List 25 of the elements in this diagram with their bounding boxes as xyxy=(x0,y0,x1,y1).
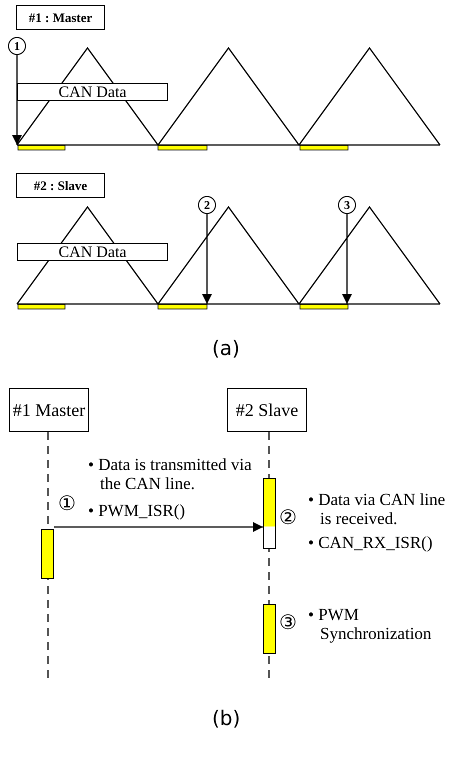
triangle-waveform xyxy=(17,48,440,145)
bullet-text: • Data is transmitted via the CAN line. xyxy=(88,455,253,493)
bullet-text: • CAN_RX_ISR() xyxy=(308,533,434,552)
callout-number: ① xyxy=(58,492,76,516)
label-box: #1 : Master xyxy=(16,5,105,30)
arrow xyxy=(202,214,212,304)
callout-circle: 2 xyxy=(198,196,216,214)
bullet-text: • Data via CAN line is received. xyxy=(308,490,446,528)
bullet-text: • PWM Synchronization xyxy=(308,605,432,643)
activation-bar xyxy=(263,478,276,549)
bullet-text: • PWM_ISR() xyxy=(88,501,186,520)
callout-circle: 3 xyxy=(338,196,356,214)
arrow xyxy=(54,522,263,532)
callout-circle: 1 xyxy=(8,37,26,55)
caption: (b) xyxy=(212,706,240,730)
participant-box: #2 Slave xyxy=(227,388,307,432)
callout-number: ② xyxy=(279,506,297,530)
callout-number: ③ xyxy=(279,611,297,635)
arrow xyxy=(342,214,352,304)
activation-bar xyxy=(263,604,276,654)
arrow xyxy=(12,55,22,145)
caption: (a) xyxy=(212,336,240,360)
participant-box: #1 Master xyxy=(9,388,89,432)
label-box: #2 : Slave xyxy=(16,173,105,198)
activation-bar xyxy=(41,529,54,579)
